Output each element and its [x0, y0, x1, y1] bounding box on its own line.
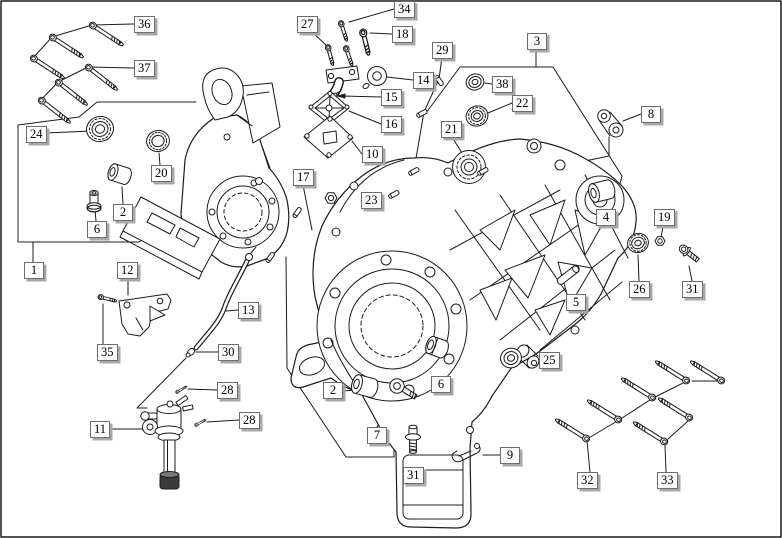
- part-label-31-38: 31: [403, 467, 424, 484]
- part-label-12-7: 12: [117, 262, 138, 279]
- part-label-32-40: 32: [577, 472, 598, 489]
- part-label-25-34: 25: [539, 352, 560, 369]
- part-label-31-32: 31: [682, 281, 703, 298]
- bolt-31-right: [678, 244, 700, 263]
- part-label-18-16: 18: [392, 26, 413, 43]
- part-label-1-6: 1: [24, 262, 44, 279]
- spacer-14: [362, 66, 387, 89]
- part-label-36-0: 36: [134, 16, 155, 33]
- part-label-16-20: 16: [381, 116, 402, 133]
- part-label-15-19: 15: [381, 89, 402, 106]
- bearing-22: [465, 105, 489, 127]
- part-label-4-29: 4: [596, 209, 616, 226]
- part-label-38-25: 38: [492, 76, 513, 93]
- part-label-5-33: 5: [566, 294, 586, 311]
- pump-bracket-12: [118, 293, 172, 337]
- part-label-37-1: 37: [134, 60, 155, 77]
- gasket-10: [303, 115, 354, 159]
- part-label-22-26: 22: [512, 95, 533, 112]
- bearing-24: [86, 115, 114, 143]
- seal-26: [627, 232, 649, 254]
- bushing-6-left: [86, 189, 102, 213]
- oil-hose-13: [185, 246, 257, 358]
- bushing-2-bottom: [351, 374, 379, 398]
- part-label-28-11: 28: [217, 382, 238, 399]
- bushing-2-left: [107, 163, 132, 185]
- part-label-28-12: 28: [239, 412, 260, 429]
- part-label-27-14: 27: [297, 16, 318, 33]
- part-label-6-36: 6: [431, 376, 451, 393]
- part-label-30-10: 30: [218, 344, 239, 361]
- part-label-17-22: 17: [293, 169, 314, 186]
- part-label-24-2: 24: [26, 126, 47, 143]
- part-label-3-24: 3: [527, 33, 547, 50]
- dowel-pin-5: [556, 265, 580, 285]
- part-label-2-4: 2: [113, 204, 133, 221]
- clip-9: [451, 442, 481, 463]
- part-label-13-9: 13: [238, 302, 259, 319]
- part-label-6-5: 6: [87, 221, 107, 238]
- bushing-4: [588, 179, 616, 203]
- part-label-11-13: 11: [90, 421, 111, 438]
- bearing-21: [452, 150, 486, 184]
- part-label-19-30: 19: [654, 209, 675, 226]
- part-label-20-3: 20: [151, 165, 172, 182]
- bolt-31-bottom: [405, 424, 421, 454]
- part-label-23-23: 23: [361, 192, 382, 209]
- crankcase-left-half: [119, 67, 290, 280]
- part-label-10-21: 10: [362, 146, 383, 163]
- part-label-34-15: 34: [394, 1, 415, 18]
- part-label-35-8: 35: [97, 344, 118, 361]
- oil-pump-11: [140, 394, 194, 490]
- screw-7: [389, 378, 418, 400]
- link-plate-8: [597, 109, 624, 138]
- part-label-26-31: 26: [629, 281, 650, 298]
- nut-19: [654, 236, 666, 246]
- reed-valve-16: [308, 90, 350, 125]
- seal-38: [465, 73, 485, 91]
- part-label-7-37: 7: [367, 427, 387, 444]
- nut-23: [324, 192, 338, 204]
- part-label-8-28: 8: [641, 106, 661, 123]
- part-label-2-35: 2: [323, 382, 343, 399]
- part-label-33-41: 33: [657, 472, 678, 489]
- leader-lines: [17, 8, 719, 473]
- bushing-6-bottom: [425, 335, 449, 359]
- part-label-14-18: 14: [413, 72, 434, 89]
- seal-25: [500, 347, 522, 369]
- part-label-29-17: 29: [432, 42, 453, 59]
- part-label-21-27: 21: [441, 121, 462, 138]
- part-label-9-39: 9: [500, 447, 520, 464]
- needle-cage-20: [146, 129, 170, 153]
